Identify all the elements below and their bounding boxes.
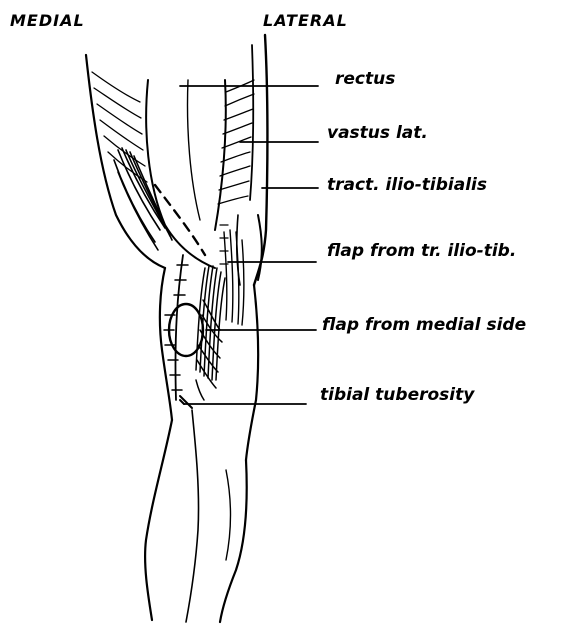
medial-flap-hatching: [196, 266, 225, 400]
lateral-flap-sutures: [220, 225, 228, 264]
rectus-muscle-center: [188, 80, 201, 220]
medial-suture-line: [175, 255, 183, 400]
thigh-lateral-contour: [254, 35, 267, 285]
tibia-crest-line: [186, 410, 199, 622]
label-rectus: rectus: [335, 71, 395, 88]
label-tibial-tuberosity: tibial tuberosity: [320, 387, 474, 404]
label-vastus-lat: vastus lat.: [327, 125, 428, 142]
label-flap-medial-side: flap from medial side: [322, 317, 526, 334]
leg-lateral-contour: [220, 460, 247, 622]
knee-lateral-contour: [246, 285, 258, 460]
calf-inner-line: [226, 470, 231, 560]
medial-heading: MEDIAL: [10, 13, 85, 29]
medial-muscle-strands: [114, 148, 172, 250]
label-flap-tr-ilio-tib: flap from tr. ilio-tib.: [327, 243, 516, 260]
lateral-flap-strands: [224, 230, 244, 325]
tibial-tuberosity-mark: [180, 396, 192, 408]
rectus-muscle-left: [146, 80, 215, 268]
thigh-medial-contour: [86, 55, 165, 268]
lateral-heading: LATERAL: [263, 13, 348, 29]
knee-medial-contour: [160, 268, 172, 420]
label-tract-ilio-tibialis: tract. ilio-tibialis: [327, 177, 487, 194]
leg-medial-contour: [145, 420, 172, 620]
rectus-muscle-right: [215, 80, 226, 230]
